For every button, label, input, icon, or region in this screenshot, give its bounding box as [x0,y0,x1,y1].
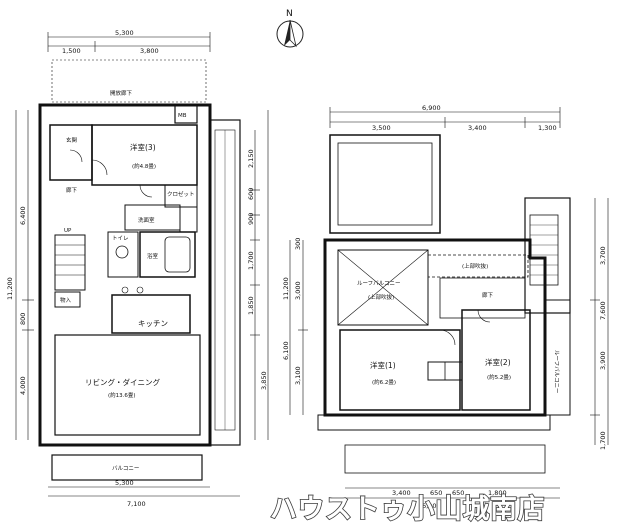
r-dim-left-b: 6,100 [282,341,290,360]
r-dim-bottom-e: 6,900 [422,502,441,510]
left-unit [15,32,269,497]
r-dim-right-c: 3,900 [599,351,607,370]
dim-top-total: 5,300 [115,29,134,37]
dim-left-a: 6,400 [19,206,27,225]
hall-label-2: 廊下 [482,291,494,299]
dim-right-f: 3,850 [260,371,268,390]
dim-right-d: 1,700 [247,251,255,270]
washroom-label: 洗面室 [138,216,155,224]
roof-balcony-2-label: ルーフバルコニー [553,350,560,394]
right-unit [289,107,609,499]
bedroom1-label: 洋室(1) [370,360,396,370]
r-dim-left-d: 300 [294,238,302,250]
bedroom1-area: (約6.2畳) [372,378,396,386]
dim-right-c: 900 [247,213,255,225]
dim-right-a: 2,150 [247,149,255,168]
dim-top-a: 1,500 [62,47,81,55]
r-dim-bottom-a: 3,400 [392,489,411,497]
hall-label: 廊下 [66,186,78,194]
r-dim-top-a: 3,500 [372,124,391,132]
mb-label: MB [178,113,187,119]
living-area: (約13.6畳) [108,391,136,399]
r-dim-left-c: 3,100 [294,366,302,385]
storage-label: 物入 [60,296,72,304]
r-dim-top-b: 3,400 [468,124,487,132]
r-dim-bottom-c: 650 [452,489,464,497]
bath-label: 浴室 [147,252,159,260]
dim-left-c: 800 [19,313,27,325]
bedroom3-label: 洋室(3) [130,142,156,152]
r-dim-bottom-b: 650 [430,489,442,497]
dim-right-b: 600 [247,188,255,200]
r-dim-left-a: 3,000 [294,281,302,300]
r-dim-top-total: 6,900 [422,104,441,112]
closet-label: クロゼット [167,190,195,198]
upper-void-1: (上部吹抜) [462,262,488,270]
dim-top-b: 3,800 [140,47,159,55]
living-label: リビング・ダイニング [85,377,160,387]
north-label: N [286,9,293,19]
bedroom2-label: 洋室(2) [485,357,511,367]
r-dim-right-a: 3,700 [599,246,607,265]
roof-balcony-label: ルーフバルコニー [357,280,401,287]
up-label: UP [64,228,72,234]
entrance-label: 玄関 [66,136,78,144]
north-arrow-icon: N [276,9,304,48]
dim-left-total: 11,200 [6,277,14,300]
balcony-label: バルコニー [112,465,139,472]
bedroom3-area: (約4.8畳) [132,162,156,170]
upper-void-2: (上部吹抜) [368,293,394,301]
dim-left-b: 4,000 [19,376,27,395]
dim-bottom-b: 7,100 [127,500,146,508]
bedroom2-area: (約5.2畳) [487,373,511,381]
dim-bottom-a: 5,300 [115,479,134,487]
dim-right-e: 1,850 [247,296,255,315]
r-dim-bottom-d: 1,800 [488,489,507,497]
corridor-label: 開放廊下 [110,89,133,97]
r-dim-left-total: 11,200 [282,277,290,300]
toilet-label: トイレ [112,236,129,242]
kitchen-label: キッチン [138,319,168,328]
r-dim-top-c: 1,300 [538,124,557,132]
r-dim-right-d: 1,700 [599,431,607,450]
r-dim-right-b: 7,600 [599,301,607,320]
watermark-text: ハウストゥ小山城南店 [270,494,545,525]
